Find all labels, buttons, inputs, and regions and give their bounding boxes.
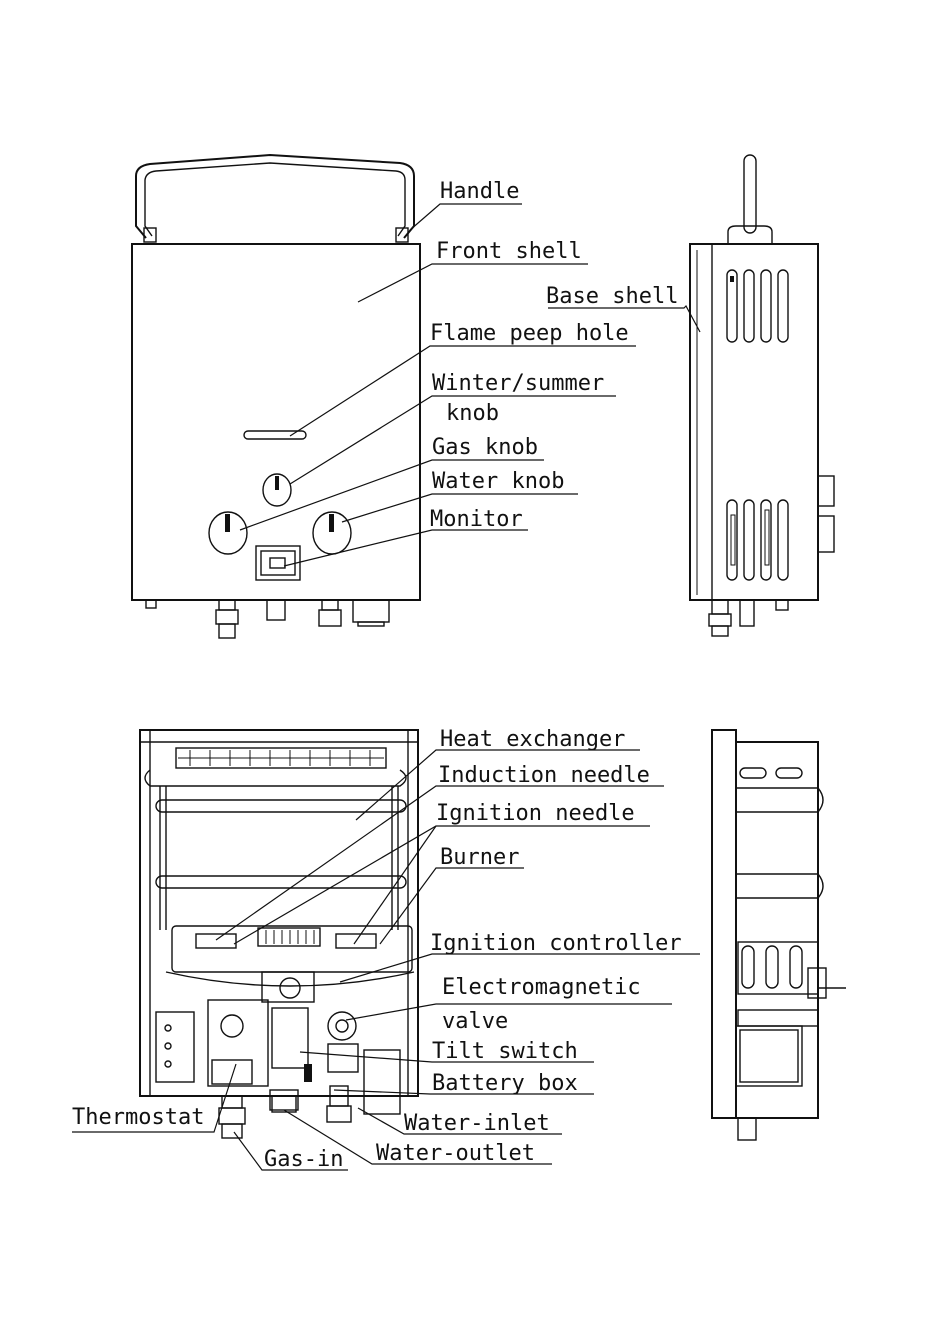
label-ignition-controller: Ignition controller: [430, 931, 682, 956]
label-winter-summer: Winter/summer: [432, 371, 604, 396]
label-burner: Burner: [440, 845, 519, 870]
bottom-fittings: [146, 600, 389, 638]
winter-summer-knob-shape: [263, 474, 291, 506]
label-winter-summer-knob: knob: [446, 401, 499, 426]
label-gas-knob: Gas knob: [432, 435, 538, 460]
label-base-shell: Base shell: [546, 284, 678, 309]
labels: Handle Front shell Base shell Flame peep…: [72, 179, 682, 1172]
water-knob-shape: [313, 512, 351, 554]
label-battery-box: Battery box: [432, 1071, 578, 1096]
side-view-exterior: [690, 155, 834, 636]
handle-shape: [136, 155, 414, 242]
label-front-shell: Front shell: [436, 239, 582, 264]
label-electromagnetic-valve: valve: [442, 1009, 508, 1034]
side-view-internal: [712, 730, 846, 1140]
label-tilt-switch: Tilt switch: [432, 1039, 578, 1064]
label-monitor: Monitor: [430, 507, 523, 532]
front-view-exterior: [132, 155, 420, 638]
monitor-shape: [256, 546, 300, 580]
label-handle: Handle: [440, 179, 519, 204]
label-ignition-needle: Ignition needle: [436, 801, 635, 826]
label-water-inlet: Water-inlet: [404, 1111, 550, 1136]
label-water-knob: Water knob: [432, 469, 564, 494]
label-gas-in: Gas-in: [264, 1147, 343, 1172]
gas-knob-shape: [209, 512, 247, 554]
label-electromagnetic: Electromagnetic: [442, 975, 641, 1000]
label-induction-needle: Induction needle: [438, 763, 650, 788]
label-heat-exchanger: Heat exchanger: [440, 727, 625, 752]
label-thermostat: Thermostat: [72, 1105, 204, 1130]
label-flame-peep-hole: Flame peep hole: [430, 321, 629, 346]
label-water-outlet: Water-outlet: [376, 1141, 535, 1166]
front-view-internal: [140, 730, 418, 1138]
